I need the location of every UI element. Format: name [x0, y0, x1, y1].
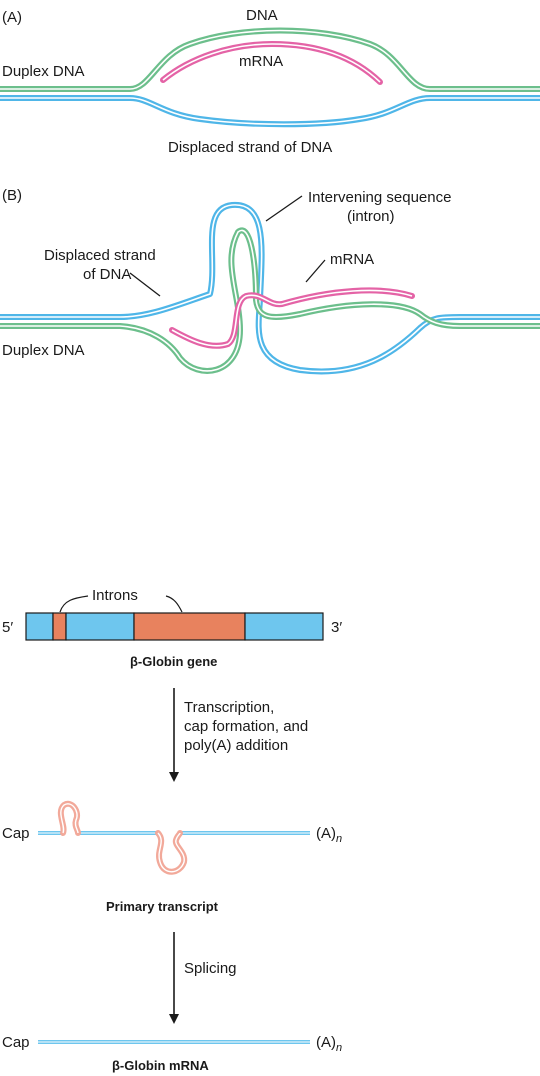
- mrna-label-a: mRNA: [239, 53, 283, 70]
- displaced-strand-label-b-line1: Displaced strand: [44, 247, 156, 264]
- splicing-step-label: Splicing: [184, 960, 237, 977]
- mrna-label-b: mRNA: [330, 251, 374, 268]
- panel-b-letter: (B): [2, 187, 22, 204]
- polya-2-subscript: n: [336, 1042, 342, 1054]
- duplex-dna-label-a: Duplex DNA: [2, 63, 85, 80]
- intron-2: [134, 613, 245, 640]
- transcription-step-line3: poly(A) addition: [184, 737, 288, 754]
- introns-label: Introns: [92, 587, 138, 604]
- polya-label-2: (A)n: [316, 1034, 342, 1054]
- mrna-leader: [306, 260, 325, 282]
- polya-1-text: (A): [316, 825, 336, 842]
- intron-leader: [266, 196, 302, 221]
- three-prime-label: 3′: [331, 619, 342, 636]
- transcription-step-line1: Transcription,: [184, 699, 274, 716]
- polya-label-1: (A)n: [316, 825, 342, 845]
- panel-c: Introns 5′ 3′ β-Globin gene Transcriptio…: [2, 587, 342, 1073]
- exon-2: [66, 613, 134, 640]
- displaced-strand-label-b-line2: of DNA: [83, 266, 131, 283]
- cap-label-1: Cap: [2, 825, 30, 842]
- polya-1-subscript: n: [336, 833, 342, 845]
- displaced-leader: [130, 273, 160, 296]
- displaced-strand-blue-a: [0, 98, 540, 124]
- transcription-step-line2: cap formation, and: [184, 718, 308, 735]
- dna-label: DNA: [246, 7, 278, 24]
- cap-label-2: Cap: [2, 1034, 30, 1051]
- mature-mrna-label: β-Globin mRNA: [112, 1058, 209, 1073]
- intron-label-line2: (intron): [347, 208, 395, 225]
- panel-b: (B) Intervening sequence (intron) Displa…: [0, 187, 540, 371]
- panel-a-letter: (A): [2, 9, 22, 26]
- exon-3: [245, 613, 323, 640]
- gene-label: β-Globin gene: [130, 654, 217, 669]
- beta-globin-gene: [26, 613, 323, 640]
- polya-2-text: (A): [316, 1034, 336, 1051]
- panel-a: (A) DNA mRNA Duplex DNA Displaced strand…: [0, 7, 540, 156]
- five-prime-label: 5′: [2, 619, 13, 636]
- exon-1: [26, 613, 53, 640]
- displaced-strand-label-a: Displaced strand of DNA: [168, 139, 332, 156]
- primary-transcript-label: Primary transcript: [106, 899, 219, 914]
- duplex-dna-label-b: Duplex DNA: [2, 342, 85, 359]
- intron-1: [53, 613, 66, 640]
- intron-label-line1: Intervening sequence: [308, 189, 451, 206]
